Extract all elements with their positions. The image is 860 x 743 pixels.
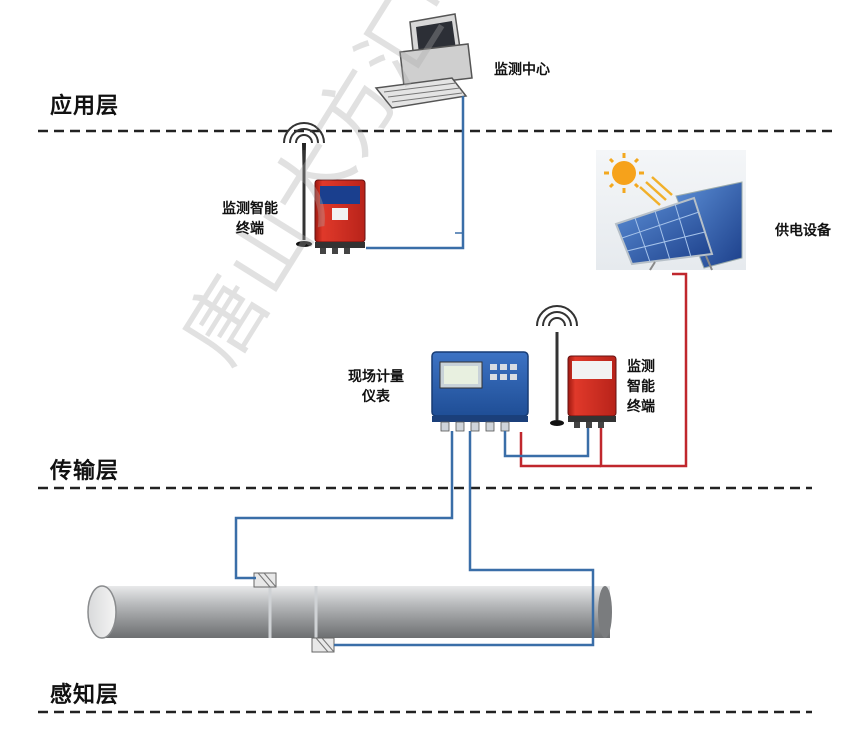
flow-meter-device — [431, 351, 529, 432]
signal-line-meter-to-upstream — [234, 431, 454, 580]
label-monitoring-center: 监测中心 — [494, 62, 550, 78]
terminal-right-device — [567, 355, 617, 428]
wireless-antenna-icon — [283, 122, 325, 247]
pipe — [87, 585, 612, 639]
wireless-antenna-icon — [536, 305, 578, 426]
label-terminal-top-line2: 终端 — [236, 221, 264, 237]
label-power-supply: 供电设备 — [775, 223, 831, 239]
label-meter-line2: 仪表 — [362, 389, 390, 405]
label-terminal-top-line1: 监测智能 — [222, 201, 278, 217]
transducer-downstream — [311, 637, 335, 653]
solar-panel-icon — [614, 181, 743, 271]
power-line-meter — [519, 432, 601, 468]
desktop-computer-icon — [374, 13, 473, 109]
transducer-upstream — [253, 572, 277, 588]
label-application-layer: 应用层 — [50, 93, 120, 119]
label-perception-layer: 感知层 — [50, 682, 120, 708]
sun-icon — [604, 153, 673, 206]
terminal-top-device — [314, 179, 366, 254]
power-line-solar — [599, 272, 688, 468]
signal-line-meter-to-pipe — [334, 431, 595, 647]
signal-line-terminal-to-center — [366, 96, 465, 250]
label-terminal-right-line3: 终端 — [627, 399, 655, 415]
label-terminal-right-line1: 监测 — [627, 359, 655, 375]
label-terminal-right-line2: 智能 — [627, 379, 655, 395]
signal-line-meter-to-terminal — [503, 428, 590, 458]
label-meter-line1: 现场计量 — [348, 369, 404, 385]
label-transmission-layer: 传输层 — [50, 458, 120, 484]
